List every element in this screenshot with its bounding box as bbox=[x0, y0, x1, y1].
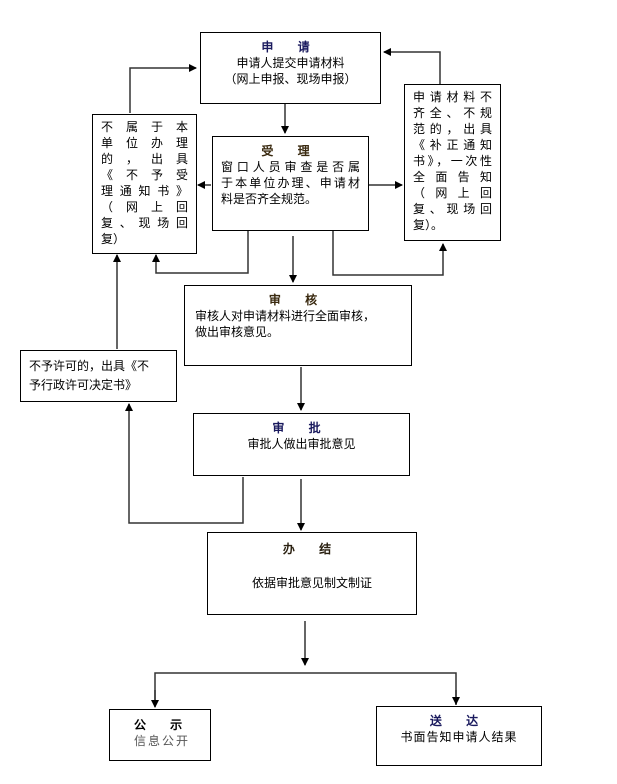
accept-line-3: 料是否齐全规范。 bbox=[221, 192, 318, 206]
supplement-line-7: （网上回 bbox=[413, 186, 492, 200]
supplement-line-3: 范的，出具 bbox=[413, 122, 492, 136]
supplement-line-4: 《补正通知 bbox=[413, 138, 492, 152]
not-accept-line-3: 的，出具 bbox=[101, 152, 188, 166]
not-accept-line-7: 复、现场回 bbox=[101, 216, 188, 230]
deny-line-1: 不予许可的，出具《不 bbox=[29, 359, 150, 373]
review-line-1: 审核人对申请材料进行全面审核， bbox=[195, 309, 376, 323]
arrow-supplement-to-apply bbox=[383, 48, 441, 84]
accept-line-2: 于本单位办理、申请材 bbox=[221, 176, 360, 190]
arrow-approve-to-deny bbox=[125, 403, 244, 524]
supplement-line-5: 书》，一次性 bbox=[413, 154, 492, 168]
not-accept-line-5: 理通知书》 bbox=[101, 184, 188, 198]
not-accept-box: 不属于本 单位办理 的，出具 《不予受 理通知书》 （网上回 复、现场回 复） bbox=[92, 114, 197, 254]
review-box: 审 核 审核人对申请材料进行全面审核， 做出审核意见。 bbox=[184, 285, 412, 366]
finish-title: 办 结 bbox=[282, 542, 342, 556]
deny-line-2: 予行政许可决定书》 bbox=[29, 378, 138, 392]
arrow-notaccept-to-apply bbox=[129, 64, 197, 113]
supplement-line-9: 复）。 bbox=[413, 218, 444, 232]
publicize-line-1: 信息公开 bbox=[134, 734, 191, 748]
not-accept-line-4: 《不予受 bbox=[101, 168, 188, 182]
supplement-line-8: 复、现场回 bbox=[413, 202, 492, 216]
supplement-line-2: 齐全、不规 bbox=[413, 106, 492, 120]
approve-line-1: 审批人做出审批意见 bbox=[247, 437, 356, 451]
deny-box: 不予许可的，出具《不 予行政许可决定书》 bbox=[20, 350, 177, 402]
not-accept-line-6: （网上回 bbox=[101, 200, 188, 214]
deliver-line-1: 书面告知申请人结果 bbox=[400, 730, 518, 744]
publicize-box: 公 示 信息公开 bbox=[109, 709, 211, 761]
deliver-title: 送 达 bbox=[429, 714, 489, 728]
publicize-title: 公 示 bbox=[134, 718, 193, 732]
supplement-box: 申请材料不 齐全、不规 范的，出具 《补正通知 书》，一次性 全面告知 （网上回… bbox=[404, 84, 501, 241]
apply-line-2: （网上申报、现场申报） bbox=[224, 72, 357, 86]
not-accept-line-1: 不属于本 bbox=[101, 120, 188, 134]
approve-box: 审 批 审批人做出审批意见 bbox=[193, 413, 410, 476]
accept-box: 受 理 窗口人员审查是否属 于本单位办理、申请材 料是否齐全规范。 bbox=[212, 136, 369, 231]
review-line-2: 做出审核意见。 bbox=[195, 325, 280, 339]
review-title: 审 核 bbox=[268, 293, 328, 307]
supplement-line-1: 申请材料不 bbox=[413, 90, 492, 104]
apply-title: 申 请 bbox=[261, 40, 320, 54]
approve-title: 审 批 bbox=[272, 421, 331, 435]
not-accept-line-8: 复） bbox=[101, 232, 126, 246]
accept-line-1: 窗口人员审查是否属 bbox=[221, 160, 360, 174]
deliver-box: 送 达 书面告知申请人结果 bbox=[376, 706, 542, 766]
apply-box: 申 请 申请人提交申请材料 （网上申报、现场申报） bbox=[200, 32, 381, 104]
finish-line-1: 依据审批意见制文制证 bbox=[251, 576, 372, 590]
arrow-accept-loop-left bbox=[152, 231, 249, 274]
accept-title: 受 理 bbox=[261, 144, 320, 158]
apply-line-1: 申请人提交申请材料 bbox=[236, 56, 345, 70]
arrow-accept-loop-right bbox=[332, 231, 447, 276]
finish-box: 办 结 依据审批意见制文制证 bbox=[207, 532, 417, 615]
not-accept-line-2: 单位办理 bbox=[101, 136, 188, 150]
supplement-line-6: 全面告知 bbox=[413, 170, 492, 184]
connector-split bbox=[154, 672, 457, 706]
